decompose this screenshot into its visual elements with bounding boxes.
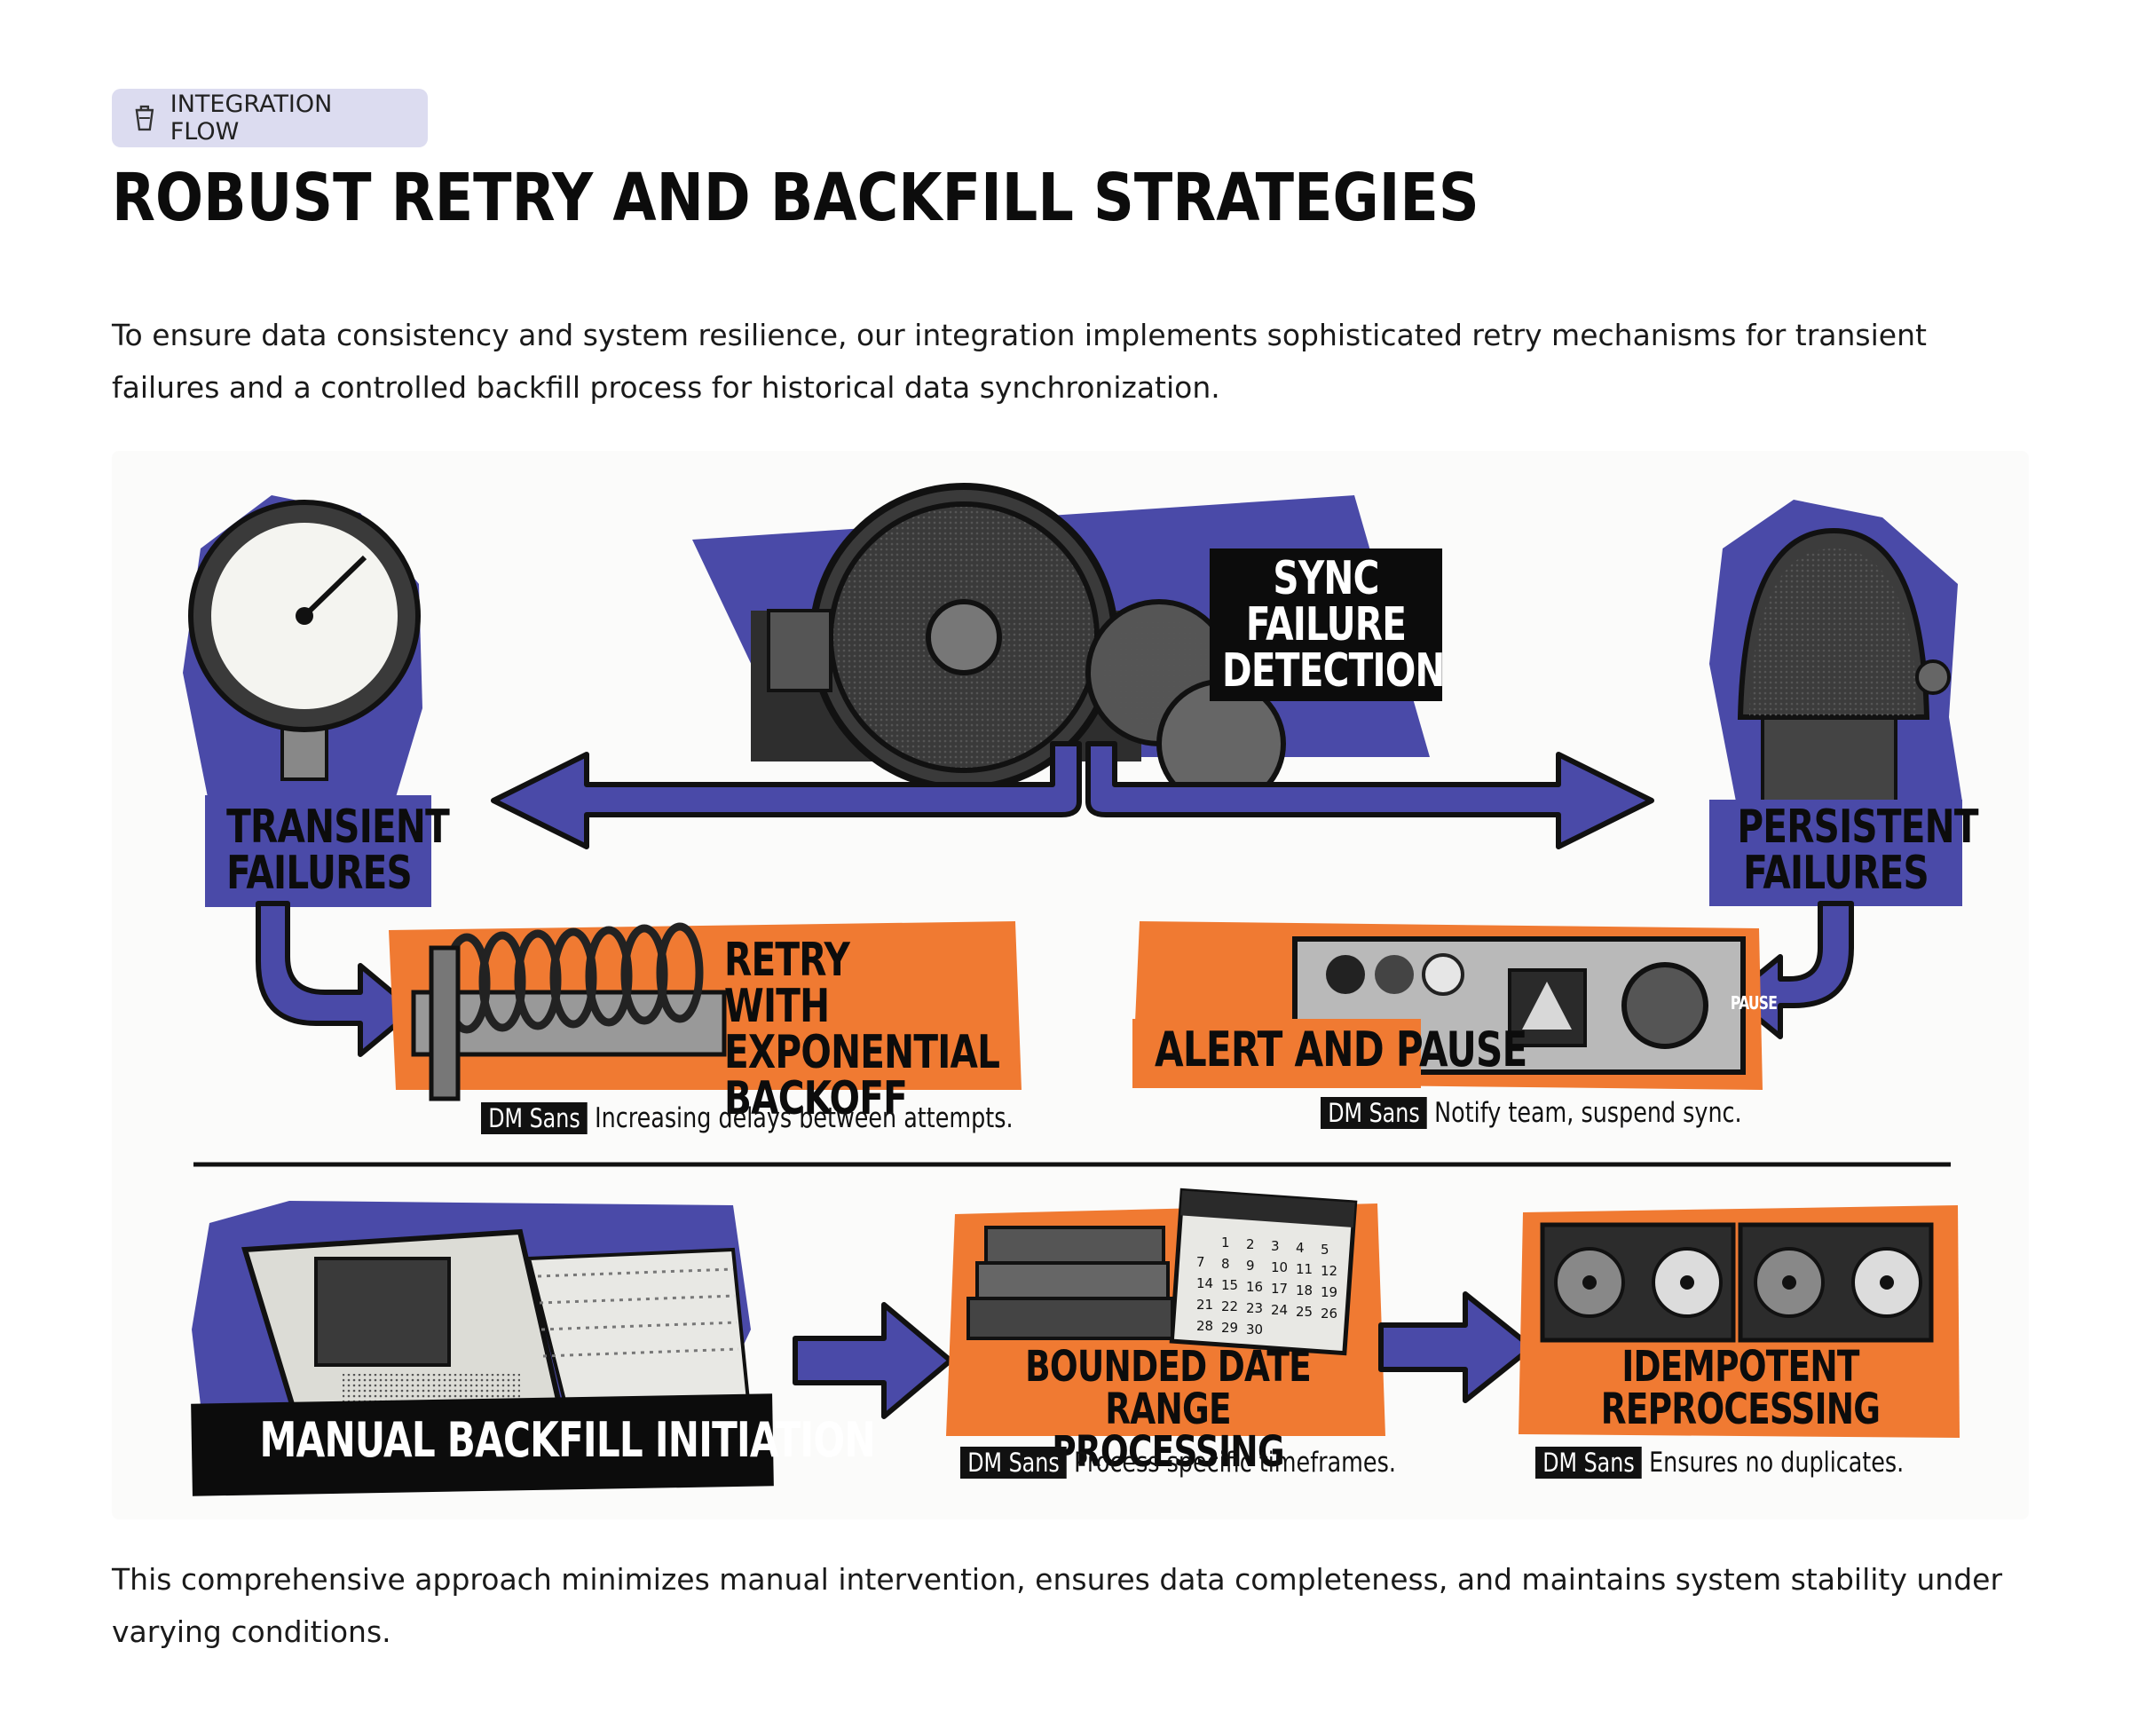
calendar-day: 10	[1271, 1259, 1288, 1275]
retry-caption: DM Sans Increasing delays between attemp…	[481, 1102, 1014, 1134]
calendar-day: 28	[1196, 1318, 1213, 1334]
right-arrow	[1085, 741, 1654, 849]
idempotent-reprocessing-label: IDEMPOTENT REPROCESSING	[1600, 1342, 1881, 1434]
closing-paragraph: This comprehensive approach minimizes ma…	[112, 1562, 2003, 1649]
calendar-day: 5	[1321, 1242, 1329, 1258]
spring-illustration	[411, 922, 727, 1101]
calendar-day: 2	[1246, 1236, 1255, 1252]
persistent-failures-label: PERSISTENT FAILURES	[1737, 801, 1978, 900]
calendar-day: 7	[1196, 1254, 1205, 1270]
alert-pause-label: ALERT AND PAUSE	[1155, 1022, 1527, 1077]
bounded-font-tag: DM Sans	[960, 1447, 1067, 1479]
alert-font-tag: DM Sans	[1321, 1097, 1427, 1129]
calendar-day: 29	[1221, 1320, 1238, 1336]
calendar-day: 4	[1296, 1240, 1305, 1256]
calendar-day: 19	[1321, 1284, 1337, 1300]
calendar-day: 22	[1221, 1298, 1238, 1314]
left-arrow	[491, 741, 1082, 849]
tape-reels-illustration	[1540, 1222, 1934, 1343]
bounded-caption-text: Process specific timeframes.	[1074, 1447, 1396, 1479]
alarm-bell-illustration	[1737, 527, 1951, 808]
calendar-day: 18	[1296, 1282, 1313, 1298]
transient-label-block	[205, 795, 431, 907]
calendar-day: 14	[1196, 1275, 1213, 1291]
pause-button: PAUSE	[1730, 992, 1778, 1014]
calendar-day: 1	[1221, 1235, 1230, 1251]
page-title: ROBUST RETRY AND BACKFILL STRATEGIES	[112, 160, 1479, 236]
calendar-day: 8	[1221, 1256, 1230, 1272]
calendar-day: 3	[1271, 1238, 1280, 1254]
persistent-to-alert-arrow	[1729, 901, 1854, 1039]
calendar-day: 17	[1271, 1281, 1288, 1297]
category-tag: INTEGRATION FLOW	[112, 89, 428, 147]
books-calendar-illustration	[966, 1188, 1358, 1356]
idempotent-font-tag: DM Sans	[1535, 1447, 1642, 1479]
calendar-day: 21	[1196, 1297, 1213, 1313]
calendar-day: 9	[1246, 1258, 1255, 1274]
intro-paragraph: To ensure data consistency and system re…	[112, 318, 1927, 405]
alert-caption-text: Notify team, suspend sync.	[1434, 1097, 1742, 1129]
computer-terminal-illustration	[241, 1228, 753, 1457]
retry-font-tag: DM Sans	[481, 1102, 588, 1134]
transient-to-retry-arrow	[256, 901, 416, 1057]
bounded-date-range-label: BOUNDED DATE RANGE PROCESSING	[1025, 1342, 1312, 1477]
backfill-black-label	[191, 1393, 774, 1496]
backfill-to-bounded-arrow	[793, 1302, 953, 1419]
sync-failure-detection-label: SYNC FAILURE DETECTION	[1209, 548, 1445, 701]
persistent-label-block	[1709, 800, 1962, 906]
retry-caption-text: Increasing delays between attempts.	[595, 1102, 1014, 1134]
idempotent-caption: DM Sans Ensures no duplicates.	[1535, 1447, 1904, 1479]
calendar-day: 15	[1221, 1277, 1238, 1293]
diagram-artwork: 1234578910111214151617181921222324252628…	[183, 483, 1962, 1496]
calendar-day: 30	[1246, 1322, 1263, 1338]
calendar-day: 16	[1246, 1279, 1263, 1295]
calendar-day: 24	[1271, 1302, 1288, 1318]
retry-backoff-label: RETRY WITH EXPONENTIAL BACKOFF	[724, 934, 1000, 1125]
cup-icon	[135, 105, 154, 131]
pressure-gauge-illustration	[188, 500, 421, 781]
idempotent-caption-text: Ensures no duplicates.	[1649, 1447, 1905, 1479]
manual-backfill-label: MANUAL BACKFILL INITIATION	[259, 1412, 876, 1468]
transient-failures-label: TRANSIENT FAILURES	[226, 801, 450, 900]
control-panel-illustration	[1292, 936, 1746, 1075]
calendar-day: 12	[1321, 1263, 1337, 1279]
calendar-day: 26	[1321, 1306, 1337, 1322]
calendar-day: 11	[1296, 1261, 1313, 1277]
bounded-to-idempotent-arrow	[1378, 1291, 1534, 1403]
calendar-day: 23	[1246, 1300, 1263, 1316]
bounded-caption: DM Sans Process specific timeframes.	[960, 1447, 1396, 1479]
category-tag-label: INTEGRATION FLOW	[170, 91, 333, 146]
calendar-day: 25	[1296, 1304, 1313, 1320]
alert-caption: DM Sans Notify team, suspend sync.	[1321, 1097, 1742, 1129]
